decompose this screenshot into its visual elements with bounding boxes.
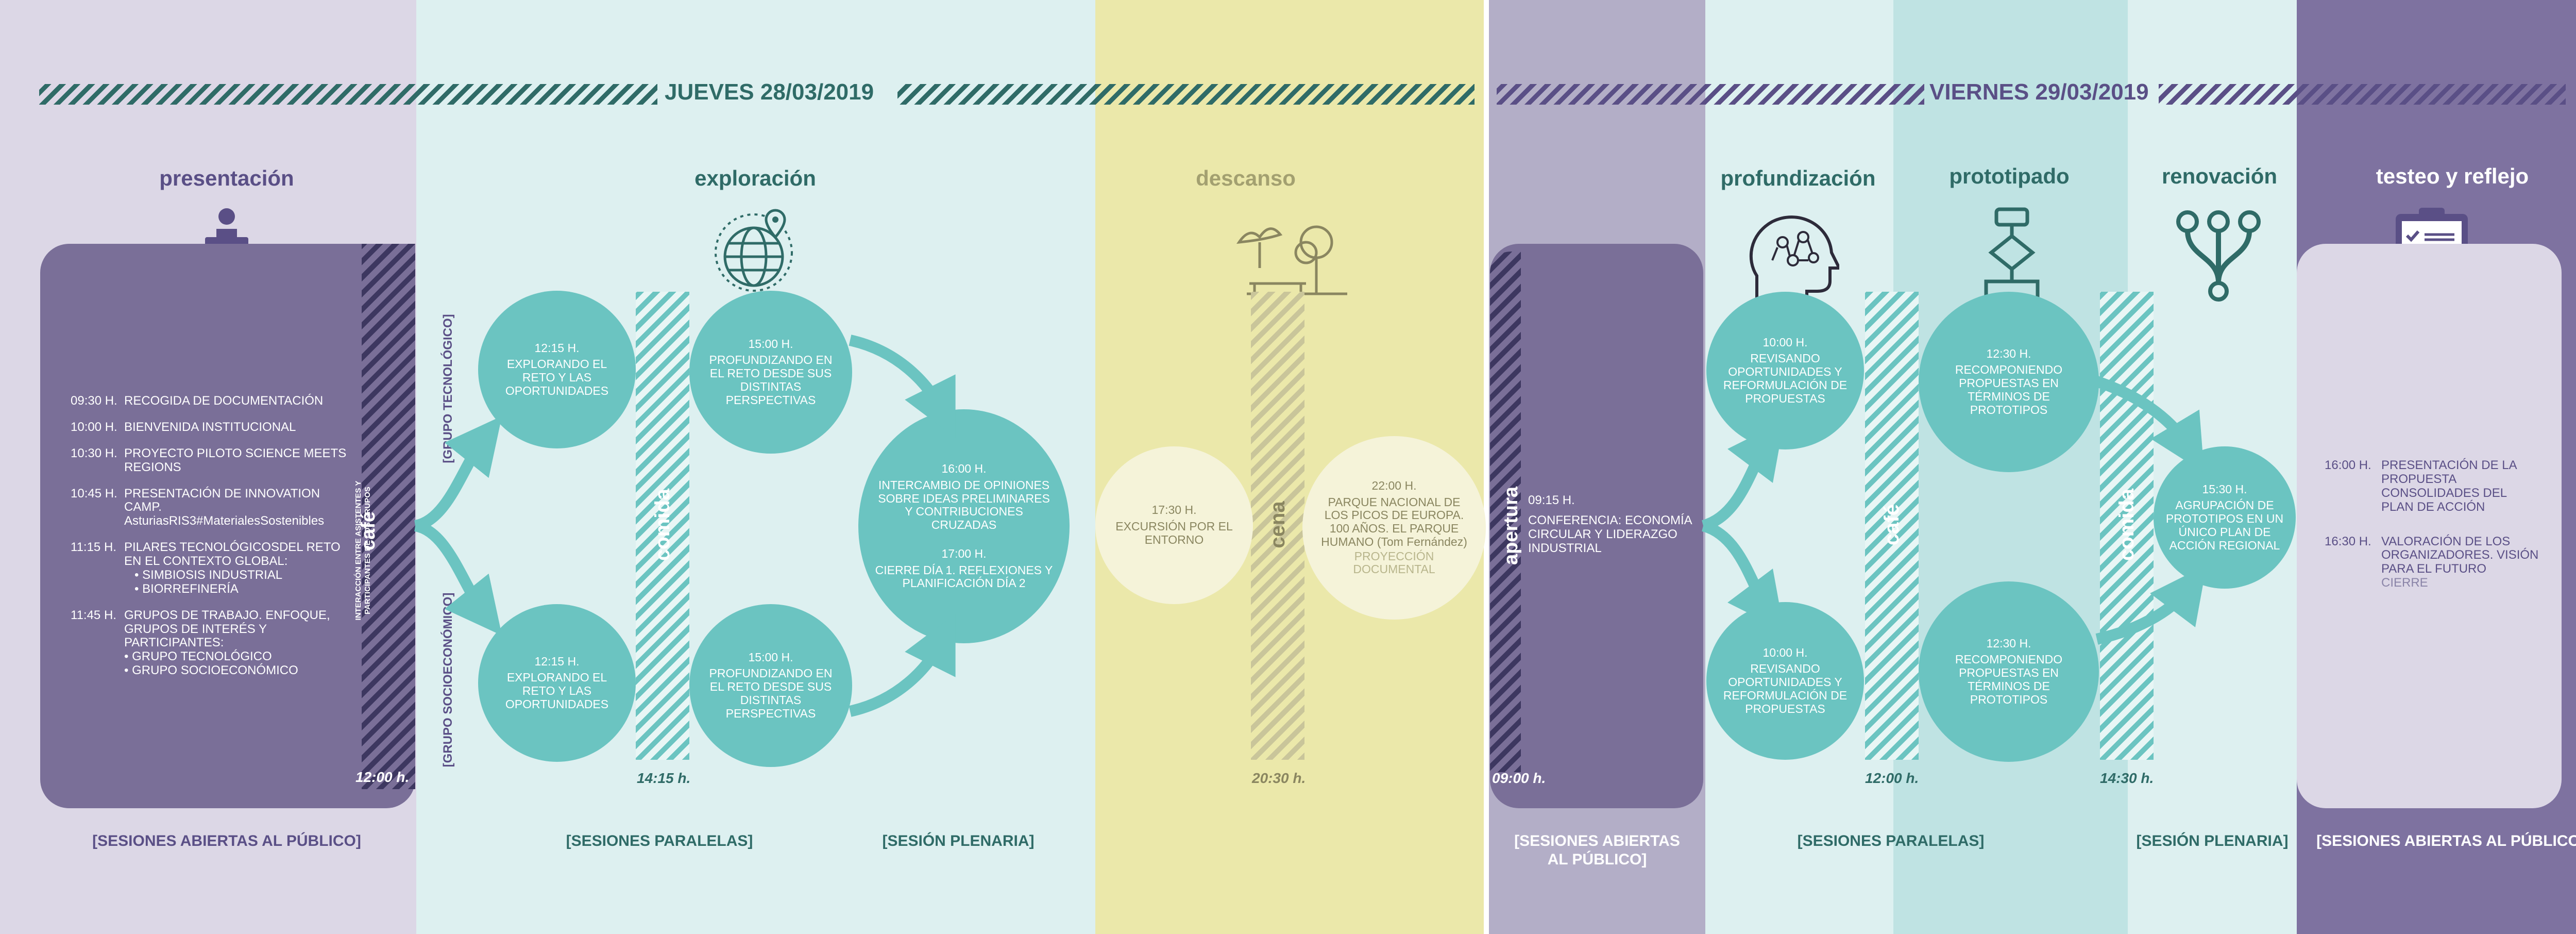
day-header-stripe — [2159, 84, 2566, 105]
footer-label: [SESIONES ABIERTAS AL PÚBLICO] — [92, 832, 361, 849]
day-title-thursday: JUEVES 28/03/2019 — [665, 79, 874, 105]
footer-label: [SESIÓN PLENARIA] — [2136, 832, 2289, 849]
schedule-row: 10:00 H.BIENVENIDA INSTITUCIONAL — [71, 420, 296, 434]
comida-time-2: 14:30 h. — [2100, 770, 2154, 786]
cafe-bar-2 — [1865, 292, 1919, 760]
cena-time: 20:30 h. — [1252, 770, 1306, 786]
session-circle: 12:15 H. EXPLORANDO EL RETO Y LAS OPORTU… — [478, 604, 636, 762]
schedule-row: 10:30 H.PROYECTO PILOTO SCIENCE MEETS RE… — [71, 446, 347, 474]
footer-label: [SESIONES PARALELAS] — [1797, 832, 1985, 849]
flow-arrow — [1701, 520, 1784, 631]
cafe-time-2: 12:00 h. — [1865, 770, 1919, 786]
schedule-row: 16:00 H.PRESENTACIÓN DE LA PROPUESTA CON… — [2325, 458, 2517, 514]
session-circle: 15:00 H. PROFUNDIZANDO EN EL RETO DESDE … — [689, 604, 852, 767]
plenary-circle: 16:00 H. INTERCAMBIO DE OPINIONES SOBRE … — [858, 409, 1070, 643]
phase-title-exploracion: exploración — [694, 166, 816, 190]
column-divider — [1484, 0, 1489, 934]
day-header-stripe — [897, 84, 1475, 105]
apertura-panel — [1490, 244, 1703, 808]
apertura-event: 09:15 H. CONFERENCIA: ECONOMÍA CIRCULAR … — [1528, 493, 1692, 555]
comida-bar-1 — [636, 292, 689, 760]
day-header-stripe — [39, 84, 657, 105]
excursion-circle: 17:30 H. EXCURSIÓN POR EL ENTORNO — [1095, 446, 1253, 604]
cena-bar — [1251, 292, 1304, 760]
cafe-bar-1 — [362, 244, 415, 789]
flow-arrow — [1701, 420, 1784, 531]
schedule-row: 11:45 H.GRUPOS DE TRABAJO. ENFOQUE, GRUP… — [71, 608, 330, 678]
phase-title-descanso: descanso — [1196, 166, 1296, 190]
footer-label: [SESIONES ABIERTAS AL PÚBLICO] — [2316, 832, 2576, 849]
schedule-row: 11:15 H.PILARES TECNOLÓGICOSDEL RETO EN … — [71, 540, 341, 596]
brain-head-icon — [1749, 215, 1839, 302]
documentary-circle: 22:00 H. PARQUE NACIONAL DE LOS PICOS DE… — [1302, 436, 1486, 620]
flow-arrow — [414, 416, 502, 531]
branching-arrows-icon — [2176, 210, 2261, 302]
cafe-time-1: 12:00 h. — [355, 769, 410, 785]
session-circle: 15:00 H. PROFUNDIZANDO EN EL RETO DESDE … — [689, 291, 852, 454]
flow-arrow — [2095, 565, 2207, 645]
phase-title-presentacion: presentación — [159, 166, 294, 190]
phase-title-profundizacion: profundización — [1720, 166, 1876, 190]
flow-arrow — [849, 613, 956, 717]
apertura-bar — [1490, 252, 1521, 772]
schedule-row: 16:30 H.VALORACIÓN DE LOS ORGANIZADORES.… — [2325, 534, 2539, 590]
comida-bar-2 — [2100, 292, 2154, 760]
footer-label: [SESIONES PARALELAS] — [566, 832, 753, 849]
footer-label: [SESIONES ABIERTAS AL PÚBLICO] — [1514, 832, 1680, 868]
trees-bench-icon — [1236, 225, 1347, 295]
day-title-friday: VIERNES 29/03/2019 — [1929, 79, 2149, 105]
phase-title-renovacion: renovación — [2161, 164, 2278, 188]
flow-arrow — [2095, 376, 2205, 473]
presentation-schedule: 09:30 H.RECOGIDA DE DOCUMENTACIÓN 10:00 … — [71, 394, 359, 690]
testeo-schedule: 16:00 H.PRESENTACIÓN DE LA PROPUESTA CON… — [2325, 458, 2541, 611]
session-circle: 10:00 H. REVISANDO OPORTUNIDADES Y REFOR… — [1706, 602, 1864, 760]
session-circle: 12:30 H. RECOMPONIENDO PROPUESTAS EN TÉR… — [1919, 292, 2099, 472]
day-header-stripe — [1497, 84, 1924, 105]
comida-time-1: 14:15 h. — [637, 770, 691, 786]
testeo-panel — [2297, 244, 2562, 808]
schedule-row: 09:30 H.RECOGIDA DE DOCUMENTACIÓN — [71, 394, 324, 408]
session-circle: 12:15 H. EXPLORANDO EL RETO Y LAS OPORTU… — [478, 291, 636, 448]
apertura-time: 09:00 h. — [1492, 770, 1546, 786]
phase-title-testeo: testeo y reflejo — [2376, 164, 2529, 188]
session-circle: 12:30 H. RECOMPONIENDO PROPUESTAS EN TÉR… — [1919, 581, 2099, 762]
flow-arrow — [849, 335, 956, 438]
schedule-row: 10:45 H.PRESENTACIÓN DE INNOVATION CAMP.… — [71, 486, 325, 528]
footer-label: [SESIÓN PLENARIA] — [882, 832, 1035, 849]
phase-title-prototipado: prototipado — [1949, 164, 2070, 188]
globe-pin-icon — [715, 209, 793, 292]
flow-arrow — [414, 520, 502, 636]
